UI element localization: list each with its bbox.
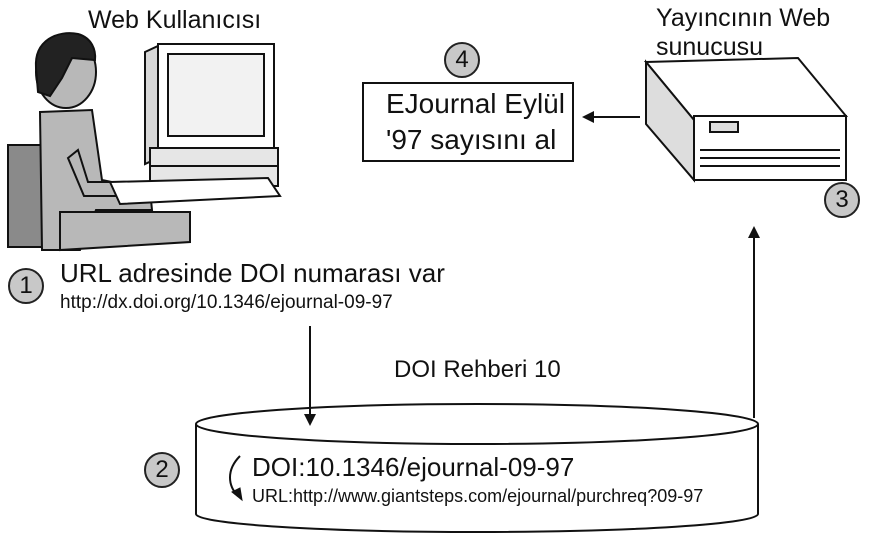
doi-directory-label: DOI Rehberi 10	[394, 356, 561, 383]
computer-icon	[108, 43, 282, 206]
web-user-illustration	[7, 32, 191, 252]
doi-directory-cylinder	[195, 403, 759, 533]
request-line2: '97 sayısını al	[386, 124, 557, 155]
server-label-line2: sunucusu	[656, 33, 764, 61]
step-3-badge: 3	[824, 182, 860, 218]
server-drive-slot	[709, 121, 739, 133]
monitor-side	[144, 44, 159, 166]
step-1-badge: 1	[8, 268, 44, 304]
doi-entry: DOI:10.1346/ejournal-09-97	[252, 452, 575, 482]
request-box	[362, 82, 574, 162]
user-hair	[34, 32, 97, 98]
web-user-label: Web Kullanıcısı	[88, 6, 262, 34]
request-line1: EJournal Eylül	[386, 88, 565, 119]
server-label-line1: Yayıncının Web	[656, 4, 831, 32]
keyboard-icon	[108, 176, 282, 206]
server-icon	[643, 56, 849, 183]
step-1-text: URL adresinde DOI numarası var	[60, 258, 445, 288]
url-entry: URL:http://www.giantsteps.com/ejournal/p…	[252, 486, 704, 506]
step-4-badge: 4	[444, 42, 480, 78]
user-legs	[59, 211, 191, 252]
monitor-screen	[167, 53, 265, 137]
step-2-badge: 2	[144, 452, 180, 488]
step-1-url: http://dx.doi.org/10.1346/ejournal-09-97	[60, 292, 393, 313]
